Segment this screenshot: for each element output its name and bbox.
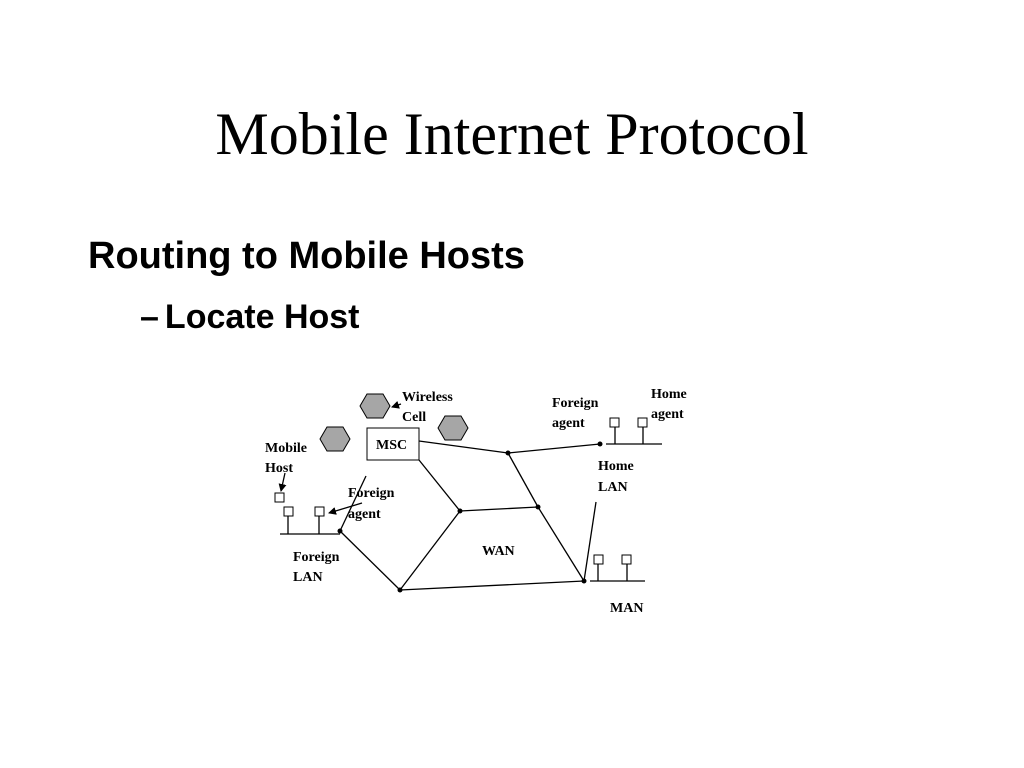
home-lan-host-1 <box>609 417 620 428</box>
junction-dot-right <box>535 504 541 510</box>
home-lan-label-line2: LAN <box>598 480 628 495</box>
wireless-cell-hexagon-right <box>437 415 469 441</box>
wireless-cell-label-line1: Wireless <box>402 390 453 405</box>
slide-title: Mobile Internet Protocol <box>215 101 809 167</box>
link-top-to-foreign-agent-right <box>507 443 601 454</box>
foreign-agent-left-arrow <box>328 502 363 515</box>
mobile-host-arrow <box>278 472 287 492</box>
sub-bullet-text: Locate Host <box>164 298 360 336</box>
foreign-lan-label-line2: LAN <box>293 570 323 585</box>
link-msc-to-node-center <box>418 459 461 512</box>
junction-dot-top <box>505 450 511 456</box>
man-label: MAN <box>610 601 643 616</box>
junction-dot-foreign-agent-right <box>597 441 603 447</box>
link-right-to-man <box>537 506 585 582</box>
foreign-lan-host-1 <box>283 506 294 517</box>
link-bottom-to-man <box>399 580 585 591</box>
bullet-routing-to-mobile-hosts: Routing to Mobile Hosts <box>88 235 525 277</box>
wan-label: WAN <box>482 544 515 559</box>
link-center-to-bottom <box>399 510 461 591</box>
mobile-host-label-line1: Mobile <box>265 441 307 456</box>
mobile-host-node <box>274 492 285 503</box>
mobile-host-label-line2: Host <box>265 461 293 476</box>
link-man-to-home-lan <box>583 501 597 582</box>
home-agent-node <box>637 417 648 428</box>
foreign-lan-host-2 <box>314 506 325 517</box>
link-foreign-agent-left-up <box>339 475 367 532</box>
msc-box <box>366 427 420 461</box>
link-msc-to-node-top <box>418 440 509 454</box>
wireless-cell-hexagon-top <box>359 393 391 419</box>
foreign-agent-right-label-line1: Foreign <box>552 396 599 411</box>
foreign-agent-left-label-line2: agent <box>348 507 381 522</box>
link-center-to-right <box>459 506 539 512</box>
junction-dot-bottom <box>397 587 403 593</box>
home-agent-label-line1: Home <box>651 387 687 402</box>
man-host-1 <box>593 554 604 565</box>
man-host-2 <box>621 554 632 565</box>
foreign-lan-label-line1: Foreign <box>293 550 340 565</box>
junction-dot-man <box>581 578 587 584</box>
foreign-agent-left-label-line1: Foreign <box>348 486 395 501</box>
wireless-cell-arrow <box>391 400 402 409</box>
wireless-cell-label-line2: Cell <box>402 410 426 425</box>
sub-bullet-dash: – <box>140 298 159 336</box>
home-agent-label-line2: agent <box>651 407 684 422</box>
link-bottom-to-foreign-agent-left <box>339 530 401 591</box>
wireless-cell-hexagon-left <box>319 426 351 452</box>
junction-dot-foreign-agent-left <box>337 528 343 534</box>
home-lan-label-line1: Home <box>598 459 634 474</box>
link-top-to-right <box>507 452 539 508</box>
msc-label: MSC <box>376 438 407 453</box>
sub-bullet-locate-host: –Locate Host <box>140 294 360 340</box>
foreign-agent-right-label-line2: agent <box>552 416 585 431</box>
junction-dot-center <box>457 508 463 514</box>
